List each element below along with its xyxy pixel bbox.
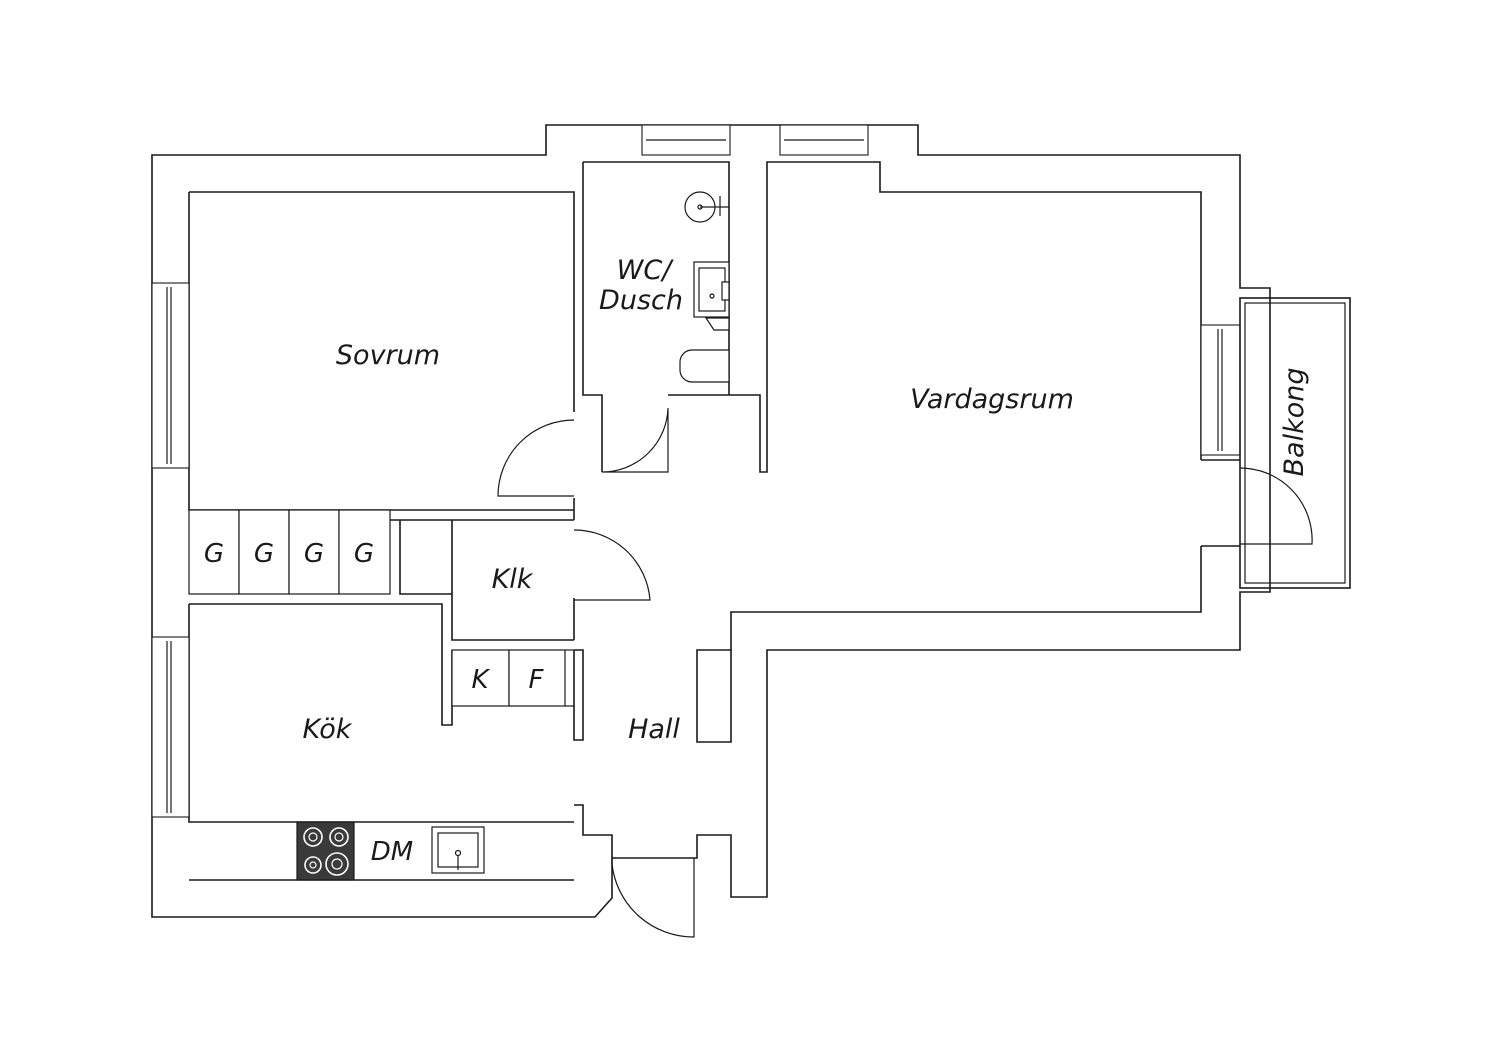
bathroom-label-line2: Dusch [599,285,683,316]
fridge-freezer: K F [451,649,574,707]
closet-label: Klk [492,564,534,595]
kitchen-label: Kök [303,714,353,745]
kitchen-counter: DM [296,821,485,881]
windows [151,124,1241,818]
bedroom-label: Sovrum [336,340,440,371]
dishwasher-label: DM [371,837,413,867]
bathroom-label-line1: WC/ [617,255,675,286]
wardrobe-label: G [204,539,224,569]
wardrobes: G G G G [188,509,391,595]
freezer-label: F [529,665,545,695]
living-room-label: Vardagsrum [910,384,1074,415]
wardrobe-label: G [354,539,374,569]
balcony [1239,297,1351,589]
fridge-label: K [471,665,490,695]
balcony-label: Balkong [1279,368,1310,477]
room-labels: Sovrum WC/ Dusch Vardagsrum Balkong Klk … [303,255,1310,745]
doors [497,407,1313,938]
wardrobe-label: G [254,539,274,569]
toilet-icon [679,349,730,383]
outer-wall [151,124,1271,918]
bathroom-fixtures [679,191,730,383]
hall-label: Hall [628,714,680,745]
wardrobe-label: G [304,539,324,569]
